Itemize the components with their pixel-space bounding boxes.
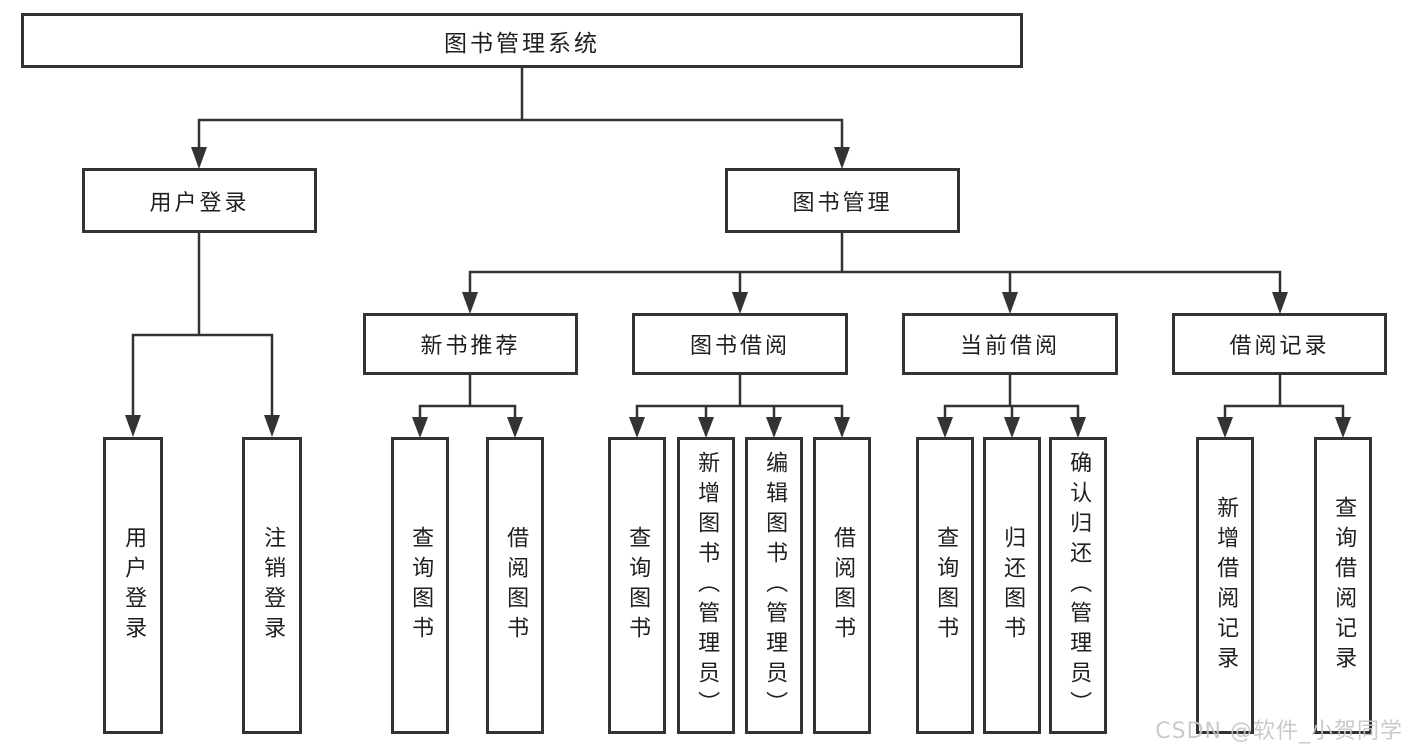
node-label: 借阅记录 bbox=[1229, 334, 1330, 359]
leaf-label: 借阅图书 bbox=[830, 525, 856, 646]
node-label: 图书管理系统 bbox=[444, 30, 600, 57]
leaf-label: 查询图书 bbox=[933, 525, 959, 646]
leaf-borrow-books-recommend: 借阅图书 bbox=[486, 437, 544, 734]
leaf-label: 查询借阅记录 bbox=[1331, 495, 1357, 676]
node-label: 当前借阅 bbox=[959, 334, 1060, 359]
csdn-watermark: CSDN @软件_小贺同学 bbox=[1155, 719, 1403, 744]
node-new-book-recommend: 新书推荐 bbox=[363, 313, 578, 375]
leaf-edit-book-admin: 编辑图书（管理员） bbox=[745, 437, 803, 734]
arrowheads bbox=[125, 147, 1351, 438]
leaf-user-login: 用户登录 bbox=[103, 437, 163, 734]
node-label: 用户登录 bbox=[149, 190, 250, 216]
node-label: 图书借阅 bbox=[689, 334, 790, 359]
node-label: 图书管理 bbox=[792, 190, 893, 216]
leaf-query-books-current: 查询图书 bbox=[916, 437, 974, 734]
leaf-label: 借阅图书 bbox=[503, 525, 529, 646]
leaf-label: 归还图书 bbox=[1000, 525, 1026, 646]
leaf-label: 编辑图书（管理员） bbox=[762, 450, 788, 721]
leaf-add-book-admin: 新增图书（管理员） bbox=[677, 437, 735, 734]
node-book-management: 图书管理 bbox=[725, 168, 960, 233]
leaf-add-borrow-record: 新增借阅记录 bbox=[1196, 437, 1254, 734]
leaf-query-borrow-record: 查询借阅记录 bbox=[1314, 437, 1372, 734]
node-borrowing-records: 借阅记录 bbox=[1172, 313, 1387, 375]
leaf-label: 确认归还（管理员） bbox=[1066, 450, 1092, 721]
leaf-label: 注销登录 bbox=[260, 525, 286, 646]
leaf-label: 新增图书（管理员） bbox=[694, 450, 720, 721]
leaf-query-books-recommend: 查询图书 bbox=[391, 437, 449, 734]
node-label: 新书推荐 bbox=[420, 334, 521, 359]
node-library-management-system: 图书管理系统 bbox=[21, 13, 1023, 68]
leaf-return-book: 归还图书 bbox=[983, 437, 1041, 734]
node-current-borrowing: 当前借阅 bbox=[902, 313, 1118, 375]
leaf-borrow-books: 借阅图书 bbox=[813, 437, 871, 734]
leaf-label: 查询图书 bbox=[408, 525, 434, 646]
node-user-login: 用户登录 bbox=[82, 168, 317, 233]
leaf-label: 新增借阅记录 bbox=[1213, 495, 1239, 676]
leaf-label: 查询图书 bbox=[625, 525, 651, 646]
leaf-label: 用户登录 bbox=[121, 525, 147, 646]
leaf-confirm-return-admin: 确认归还（管理员） bbox=[1049, 437, 1107, 734]
leaf-query-books-borrow: 查询图书 bbox=[608, 437, 666, 734]
leaf-logout: 注销登录 bbox=[242, 437, 302, 734]
node-book-borrowing: 图书借阅 bbox=[632, 313, 848, 375]
